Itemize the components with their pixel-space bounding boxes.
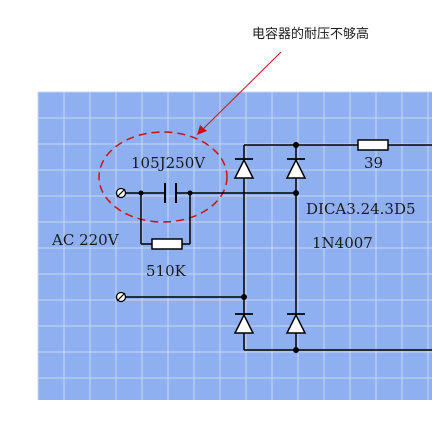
ac-terminal-bottom xyxy=(115,291,127,303)
annotation-arrowhead xyxy=(197,125,207,135)
annotation-text: 电容器的耐压不够高 xyxy=(252,26,369,42)
rectifier-label: DICA3.24.3D5 xyxy=(306,200,416,218)
junction-dots xyxy=(138,142,299,353)
resistor-parallel-label: 510K xyxy=(146,262,187,280)
ac-terminal-top xyxy=(115,187,127,199)
resistor-parallel-symbol xyxy=(151,238,183,250)
ac-source-label: AC 220V xyxy=(51,231,120,249)
diode-d1-symbol xyxy=(233,158,255,179)
wiring xyxy=(126,144,432,351)
diode-d4-symbol xyxy=(285,313,307,334)
resistor-series-label: 39 xyxy=(364,154,383,172)
capacitor-highlight-ellipse xyxy=(98,131,228,223)
diode-d2-symbol xyxy=(285,158,307,179)
capacitor-symbol xyxy=(164,183,177,203)
annotation-pointer-line xyxy=(199,51,282,133)
diode-d3-symbol xyxy=(233,313,255,334)
resistor-series-symbol xyxy=(357,139,389,151)
diode-model-label: 1N4007 xyxy=(312,234,373,252)
capacitor-label: 105J250V xyxy=(131,154,206,172)
